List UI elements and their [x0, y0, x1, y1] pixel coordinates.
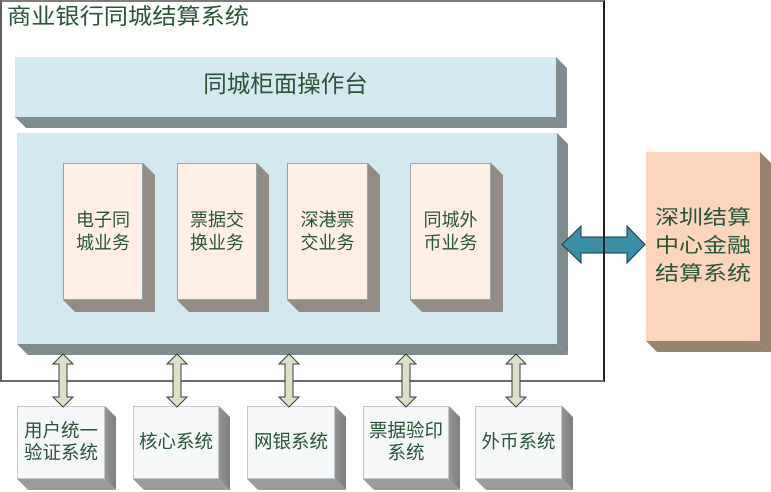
- double-arrow-to-external-system: [561, 224, 646, 265]
- module-label-line: 换业务: [190, 232, 244, 254]
- shenzhen-hk-bill-exchange-module: 深港票 交业务: [287, 163, 368, 300]
- double-arrow-shape: [504, 353, 528, 408]
- local-counter-console-panel: 同城柜面操作台: [15, 57, 556, 117]
- double-arrow-to-foreign-currency-system: [504, 353, 528, 408]
- double-arrow-shape: [165, 353, 189, 408]
- system-label-line: 外币系统: [481, 431, 556, 453]
- external-system-label-line: 中心金融: [655, 232, 751, 257]
- local-counter-console-label: 同城柜面操作台: [203, 70, 368, 98]
- double-arrow-shape: [394, 353, 418, 408]
- core-system: 核心系统: [133, 406, 219, 479]
- electronic-local-clearing-module: 电子同 城业务: [63, 163, 143, 300]
- double-arrow-shape: [277, 353, 301, 408]
- module-label-line: 城业务: [76, 232, 130, 254]
- double-arrow-to-online-banking-system: [277, 353, 301, 408]
- external-system-label-line: 结算系统: [655, 260, 751, 285]
- system-label-line: 网银系统: [253, 431, 328, 453]
- system-title: 商业银行同城结算系统: [7, 5, 250, 30]
- double-arrow-shape: [51, 353, 75, 408]
- system-label-line: 核心系统: [138, 431, 213, 453]
- online-banking-system: 网银系统: [247, 406, 335, 479]
- module-label-line: 电子同: [76, 209, 130, 231]
- system-label-line: 票据验印: [368, 420, 443, 442]
- foreign-currency-system: 外币系统: [475, 406, 562, 479]
- module-label-line: 票据交: [190, 209, 244, 231]
- system-label-line: 验证系统: [23, 442, 98, 464]
- module-label-line: 深港票: [300, 209, 355, 231]
- bill-exchange-module: 票据交 换业务: [177, 163, 257, 300]
- module-label-line: 币业务: [423, 232, 478, 254]
- shenzhen-settlement-center-system: 深圳结算 中心金融 结算系统: [646, 152, 760, 341]
- module-label-line: 交业务: [300, 232, 355, 254]
- double-arrow-to-user-authentication-system: [51, 353, 75, 408]
- module-label-line: 同城外: [423, 209, 478, 231]
- system-label-line: 系统: [387, 442, 425, 464]
- user-authentication-system: 用户统一 验证系统: [17, 406, 105, 479]
- external-system-label-line: 深圳结算: [655, 204, 751, 229]
- external-system-label: 深圳结算 中心金融 结算系统: [655, 203, 751, 287]
- double-arrow-shape: [561, 224, 646, 265]
- local-foreign-currency-module: 同城外 币业务: [410, 163, 491, 300]
- double-arrow-to-seal-verification-system: [394, 353, 418, 408]
- double-arrow-to-core-system: [165, 353, 189, 408]
- seal-verification-system: 票据验印 系统: [363, 406, 449, 479]
- business-modules-panel: 电子同 城业务 票据交 换业务 深港票 交业务 同城外 币业务: [17, 133, 557, 344]
- system-label-line: 用户统一: [23, 420, 98, 442]
